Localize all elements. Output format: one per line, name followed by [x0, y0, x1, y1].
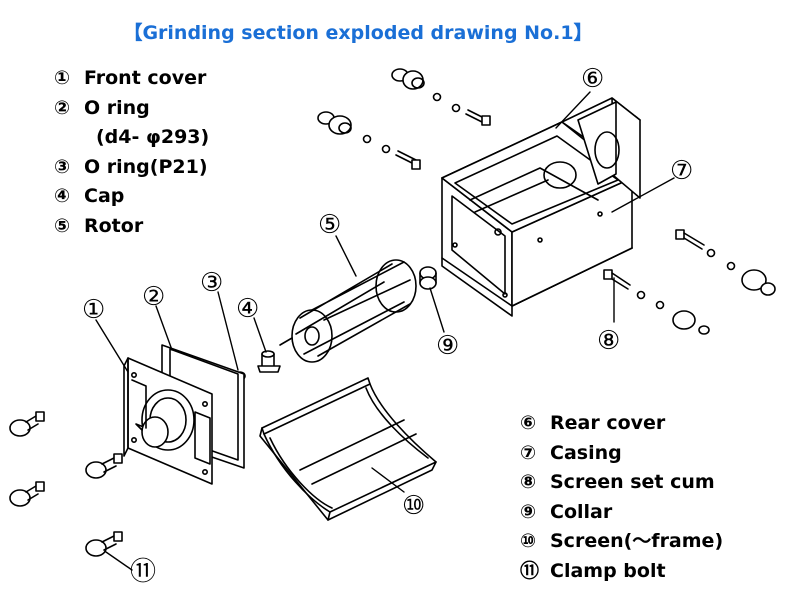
callout-10: ⑩ [402, 491, 425, 521]
callout-11: ⑪ [130, 557, 156, 587]
diagram-title: 【Grinding section exploded drawing No.1】 [123, 22, 593, 44]
callout-labels: ① ② ③ ④ ⑤ ⑥ ⑦ ⑧ ⑨ ⑩ ⑪ [82, 64, 693, 587]
callout-7: ⑦ [670, 156, 693, 186]
casing [441, 121, 633, 317]
callout-4: ④ [236, 294, 259, 324]
right-bolt-assembly-2 [603, 269, 710, 335]
rotor [279, 259, 417, 363]
callout-6: ⑥ [581, 64, 604, 94]
callout-3: ③ [200, 268, 223, 298]
callout-2: ② [142, 282, 165, 312]
upper-bolt-assembly-2 [317, 111, 421, 170]
clamp-bolt [9, 481, 45, 507]
collar [419, 266, 437, 290]
callout-8: ⑧ [597, 326, 620, 356]
leader-lines [95, 91, 675, 571]
cap [257, 350, 281, 373]
front-cover [123, 357, 213, 485]
clamp-bolt [85, 453, 123, 479]
right-bolt-assembly-1 [675, 229, 776, 296]
screen [259, 377, 437, 521]
upper-bolt-assembly-1 [391, 68, 491, 126]
callout-5: ⑤ [318, 210, 341, 240]
rear-cover [561, 97, 641, 199]
clamp-bolt [85, 531, 123, 557]
callout-1: ① [82, 295, 105, 325]
legend-item-spec: (d4- φ293) [96, 126, 210, 148]
callout-9: ⑨ [436, 331, 459, 361]
clamp-bolt [9, 411, 45, 437]
